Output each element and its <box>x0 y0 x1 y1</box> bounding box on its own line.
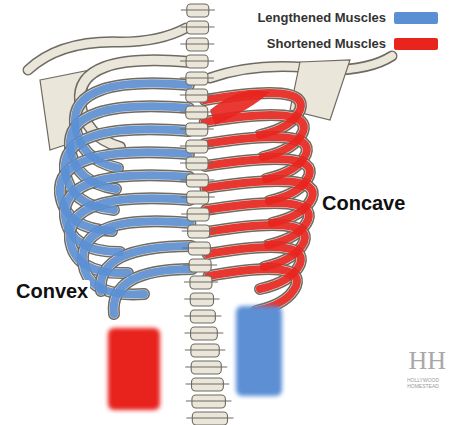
vertebra-process <box>182 230 216 231</box>
watermark-text: HOLLYWOOD HOMESTEAD <box>400 378 446 389</box>
rib <box>209 269 297 311</box>
vertebra-process <box>185 366 227 367</box>
vertebra-process <box>180 111 214 112</box>
vertebra-process <box>186 417 233 418</box>
vertebra-process <box>183 264 217 265</box>
watermark-logo: HH <box>408 346 446 376</box>
vertebra-process <box>181 26 215 27</box>
legend-swatch <box>394 12 438 24</box>
lengthened-muscle <box>236 306 282 396</box>
shortened-muscle <box>210 90 270 125</box>
side-label: Convex <box>14 280 90 303</box>
side-label: Concave <box>320 192 407 215</box>
vertebra-process <box>186 383 230 384</box>
legend-swatch <box>394 38 438 50</box>
vertebra-process <box>180 128 214 129</box>
vertebra-process <box>186 400 232 401</box>
vertebra-process <box>180 77 214 78</box>
shortened-muscle <box>108 328 160 410</box>
legend-row: Shortened Muscles <box>267 36 438 51</box>
vertebra-process <box>180 145 214 146</box>
vertebra-process <box>180 162 214 163</box>
vertebra-process <box>184 298 219 299</box>
vertebra-process <box>181 196 215 197</box>
shortened-muscle <box>209 269 297 311</box>
vertebra-process <box>184 315 221 316</box>
legend-row: Lengthened Muscles <box>257 10 438 25</box>
vertebra-process <box>180 94 214 95</box>
vertebra-process <box>181 9 215 10</box>
vertebra-process <box>180 43 214 44</box>
legend-label: Shortened Muscles <box>267 36 386 51</box>
vertebra-process <box>184 281 218 282</box>
vertebra-process <box>180 60 214 61</box>
rib <box>209 269 297 311</box>
vertebra-process <box>185 349 225 350</box>
lengthened-muscle <box>83 221 191 294</box>
vertebra-process <box>185 332 224 333</box>
lengthened-muscle <box>114 269 193 314</box>
legend-label: Lengthened Muscles <box>257 10 386 25</box>
vertebra-process <box>180 179 214 180</box>
vertebra-process <box>182 247 216 248</box>
vertebra-process <box>181 213 215 214</box>
